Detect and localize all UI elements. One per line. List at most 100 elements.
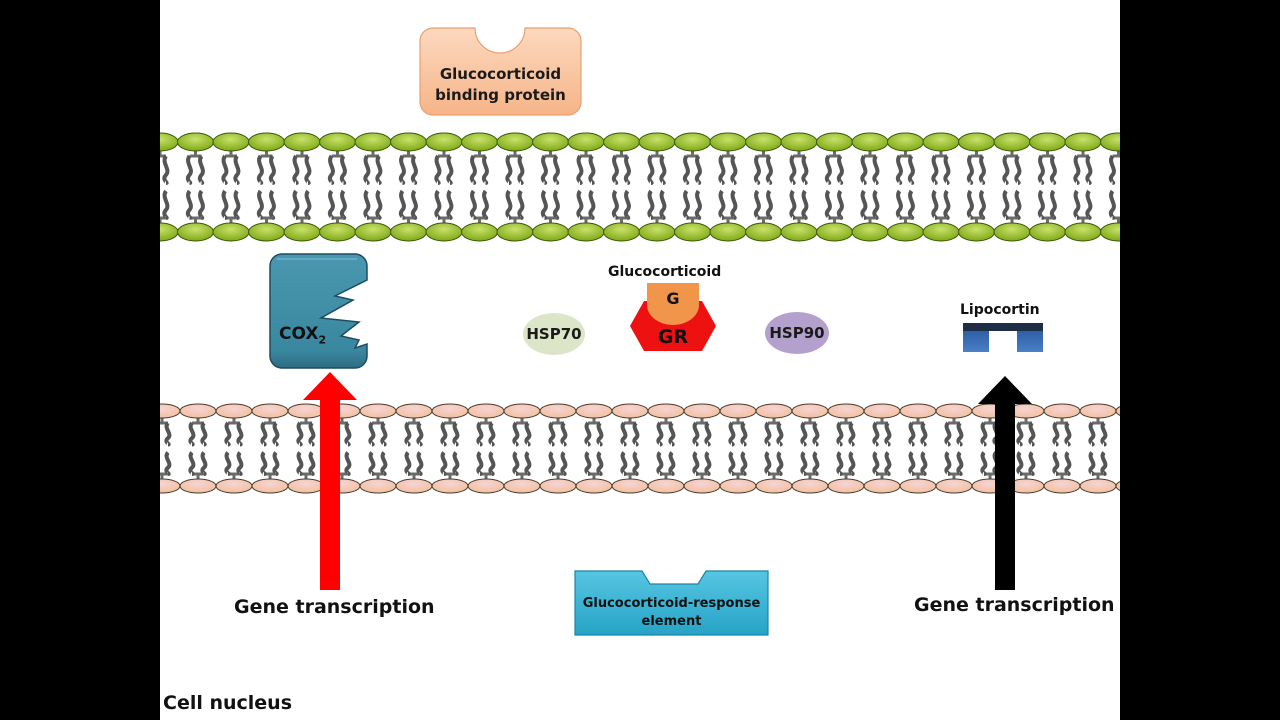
cox2-label: COX2: [279, 324, 326, 346]
cell-membrane-phospholipid-head: [532, 222, 569, 242]
nuclear-membrane-phospholipid-head: [539, 403, 577, 419]
nuclear-membrane-lipid-tails: [872, 418, 892, 479]
nuclear-membrane-lipid-tails: [584, 418, 604, 479]
nuclear-membrane-phospholipid-head: [575, 403, 613, 419]
gbp-shape: [419, 27, 582, 116]
nuclear-membrane-phospholipid-head: [755, 403, 793, 419]
cell-membrane-phospholipid-head: [709, 132, 747, 152]
cell-membrane-phospholipid-head: [532, 132, 569, 152]
cell-membrane-lipid-tails: [860, 151, 880, 223]
cell-membrane-phospholipid-head: [745, 132, 782, 152]
cell-membrane-lipid-tails: [966, 151, 986, 223]
nuclear-membrane-lipid-tails: [944, 418, 964, 479]
nuclear-membrane-phospholipid-head: [575, 478, 613, 494]
nuclear-membrane-phospholipid-head: [827, 403, 865, 419]
nuclear-membrane-phospholipid-head: [359, 403, 397, 419]
slide: Glucocorticoid binding protein COX2 Gluc…: [160, 0, 1120, 720]
cell-membrane-lipid-tails: [540, 151, 560, 223]
cell-membrane-phospholipid-head: [709, 222, 747, 242]
gre-label-line1: Glucocorticoid-response: [582, 596, 761, 611]
cell-membrane-lipid-tails: [895, 151, 915, 223]
nuclear-membrane-phospholipid-head: [755, 478, 793, 494]
cell-membrane: [160, 132, 1120, 242]
cell-membrane-lipid-tails: [505, 151, 525, 223]
cell-membrane-phospholipid-head: [887, 132, 924, 152]
glucocorticoid-molecule: [647, 283, 699, 325]
cell-membrane-phospholipid-head: [496, 132, 534, 152]
lipocortin-shape: [963, 323, 1043, 352]
nuclear-membrane-phospholipid-head: [935, 403, 973, 419]
nuclear-membrane-phospholipid-head: [1115, 481, 1120, 491]
nuclear-membrane-phospholipid-head: [899, 478, 937, 494]
nuclear-membrane-phospholipid-head: [647, 478, 685, 494]
nuclear-membrane-lipid-tails: [476, 418, 496, 479]
nuclear-membrane-phospholipid-head: [791, 403, 829, 419]
gre-shape: [574, 570, 769, 636]
cell-membrane-lipid-tails: [789, 151, 809, 223]
glucocorticoid-binding-protein: Glucocorticoid binding protein: [419, 27, 582, 116]
cell-membrane-phospholipid-head: [212, 222, 250, 242]
cell-membrane-phospholipid-head: [496, 222, 534, 242]
nuclear-membrane-lipid-tails: [224, 418, 244, 479]
cell-membrane-phospholipid-head: [567, 222, 605, 242]
cell-membrane-phospholipid-head: [993, 222, 1031, 242]
cell-membrane-phospholipid-head: [390, 132, 427, 152]
cell-membrane-phospholipid-head: [922, 222, 960, 242]
nuclear-membrane-phospholipid-head: [539, 478, 577, 494]
nuclear-membrane-lipid-tails: [548, 418, 568, 479]
nuclear-membrane-phospholipid-head: [935, 478, 973, 494]
nuclear-membrane-lipid-tails: [728, 418, 748, 479]
cell-membrane-phospholipid-head: [425, 132, 463, 152]
nuclear-membrane-lipid-tails: [1016, 418, 1036, 479]
glucocorticoid-response-element: Glucocorticoid-response element: [572, 569, 771, 639]
cell-membrane-lipid-tails: [576, 151, 596, 223]
cell-membrane-phospholipid-head: [425, 222, 463, 242]
cell-membrane-lipid-tails: [185, 151, 205, 223]
nuclear-membrane-lipid-tails: [800, 418, 820, 479]
gbp-label-line1: Glucocorticoid: [439, 65, 562, 83]
cell-membrane-phospholipid-head: [780, 132, 818, 152]
cell-membrane-phospholipid-head: [958, 222, 995, 242]
nuclear-membrane-phospholipid-head: [719, 403, 757, 419]
nuclear-membrane-phospholipid-head: [863, 478, 901, 494]
nuclear-membrane-phospholipid-head: [1043, 478, 1081, 494]
cell-membrane-phospholipid-head: [638, 222, 676, 242]
cell-membrane-phospholipid-head: [816, 222, 853, 242]
cell-membrane-phospholipid-head: [567, 132, 605, 152]
cell-membrane-phospholipid-head: [638, 132, 676, 152]
nuclear-membrane-phospholipid-head: [647, 403, 685, 419]
cell-membrane-phospholipid-head: [390, 222, 427, 242]
nuclear-membrane-phospholipid-head: [431, 403, 469, 419]
cell-membrane-phospholipid-head: [887, 222, 924, 242]
nuclear-membrane-phospholipid-head: [611, 478, 649, 494]
nuclear-membrane-lipid-tails: [1052, 418, 1072, 479]
nuclear-membrane-phospholipid-head: [827, 478, 865, 494]
gre-label-line2: element: [641, 614, 702, 629]
gbp-label-line2: binding protein: [435, 86, 566, 104]
cell-membrane-phospholipid-head: [177, 132, 214, 152]
cell-membrane-phospholipid-head: [1100, 132, 1120, 152]
cell-membrane-lipid-tails: [256, 151, 276, 223]
lipocortin-label: Lipocortin: [960, 302, 1040, 318]
nuclear-membrane: [160, 403, 1120, 494]
cell-membrane-phospholipid-head: [1064, 222, 1102, 242]
cox2-label-main: COX: [279, 324, 319, 344]
cell-membrane-phospholipid-head: [1064, 132, 1102, 152]
cell-membrane-lipid-tails: [824, 151, 844, 223]
nuclear-membrane-phospholipid-head: [719, 478, 757, 494]
nuclear-membrane-phospholipid-head: [611, 403, 649, 419]
hsp90-label: HSP90: [769, 324, 825, 342]
cell-membrane-lipid-tails: [434, 151, 454, 223]
cell-membrane-phospholipid-head: [851, 222, 889, 242]
cox2-shape: [269, 253, 368, 369]
cell-membrane-phospholipid-head: [354, 132, 392, 152]
gr-complex-shape: [630, 283, 716, 351]
nuclear-membrane-lipid-tails: [764, 418, 784, 479]
nuclear-membrane-lipid-tails: [620, 418, 640, 479]
nuclear-membrane-phospholipid-head: [863, 403, 901, 419]
cell-membrane-phospholipid-head: [212, 132, 250, 152]
cell-membrane-phospholipid-head: [319, 222, 356, 242]
cell-membrane-lipid-tails: [753, 151, 773, 223]
nuclear-membrane-phospholipid-head: [1115, 406, 1120, 416]
cell-membrane-lipid-tails: [469, 151, 489, 223]
